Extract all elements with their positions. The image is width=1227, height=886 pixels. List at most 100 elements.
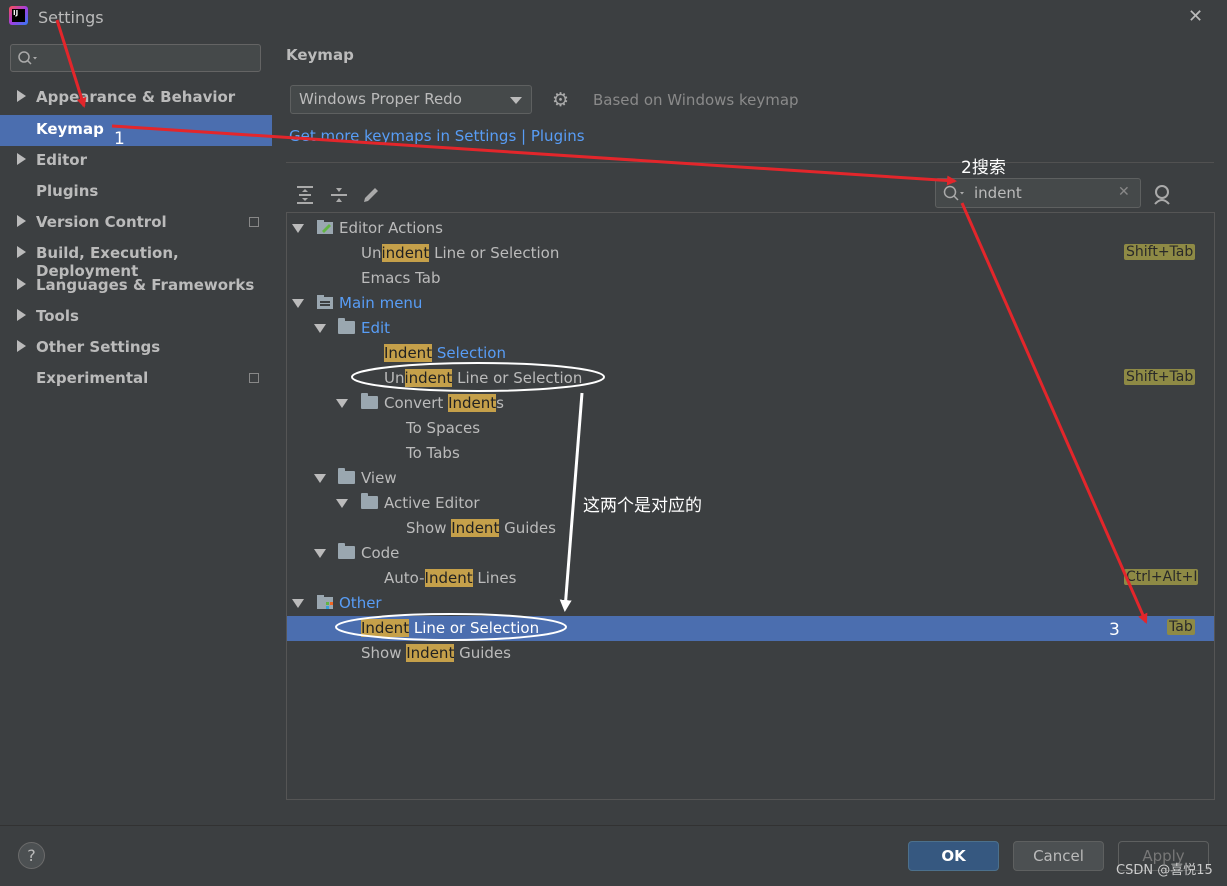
dialog-button-bar: ? OK Cancel Apply (0, 825, 1227, 886)
sidebar-item-plugins[interactable]: Plugins (0, 177, 272, 208)
tree-node-label: Auto-Indent Lines (384, 569, 517, 587)
cancel-button[interactable]: Cancel (1013, 841, 1104, 871)
search-match-highlight: Indent (451, 519, 500, 537)
tree-node-to-spaces[interactable]: To Spaces (287, 416, 1214, 441)
tree-node-auto-indent-lines[interactable]: Auto-Indent Lines Ctrl+Alt+I (287, 566, 1214, 591)
expand-all-icon[interactable] (294, 184, 316, 206)
tree-expanded-icon[interactable] (314, 324, 326, 333)
search-match-highlight: indent (404, 369, 453, 387)
sidebar-item-build-execution-deployment[interactable]: Build, Execution, Deployment (0, 239, 272, 280)
tree-expanded-icon[interactable] (336, 399, 348, 408)
tree-node-label: Show Indent Guides (406, 519, 556, 537)
folder-icon (361, 393, 378, 409)
sidebar-item-other-settings[interactable]: Other Settings (0, 333, 272, 364)
tree-node-label: View (361, 469, 397, 487)
annotation-step-1: 1 (114, 129, 125, 149)
tree-node-to-tabs[interactable]: To Tabs (287, 441, 1214, 466)
sidebar-item-version-control[interactable]: Version Control (0, 208, 272, 239)
project-level-icon (249, 217, 259, 227)
sidebar-item-label: Appearance & Behavior (36, 88, 236, 106)
search-match-highlight: Indent (406, 644, 455, 662)
tree-expanded-icon[interactable] (292, 224, 304, 233)
tree-expanded-icon[interactable] (292, 299, 304, 308)
search-icon (18, 51, 37, 65)
sidebar-item-appearance-behavior[interactable]: Appearance & Behavior (0, 83, 272, 114)
folder-icon (338, 318, 355, 334)
sidebar-item-tools[interactable]: Tools (0, 302, 272, 333)
tree-node-label: Unindent Line or Selection (361, 244, 560, 262)
clear-search-icon[interactable]: ✕ (1118, 184, 1130, 200)
expand-arrow-icon[interactable] (17, 278, 26, 290)
collapse-all-icon[interactable] (328, 184, 350, 206)
tree-node-label: To Spaces (406, 419, 481, 437)
editor-actions-icon (317, 220, 333, 234)
tree-node-active-editor[interactable]: Active Editor (287, 491, 1214, 516)
tree-expanded-icon[interactable] (336, 499, 348, 508)
keymap-panel: Keymap Windows Proper Redo ⚙ Based on Wi… (272, 34, 1227, 825)
sidebar-item-experimental[interactable]: Experimental (0, 364, 272, 395)
keymap-actions-tree[interactable]: Editor Actions Unindent Line or Selectio… (286, 212, 1215, 800)
sidebar-item-label: Keymap (36, 120, 104, 138)
tree-node-other[interactable]: Other (287, 591, 1214, 616)
tree-node-unindent-line-edit[interactable]: Unindent Line or Selection Shift+Tab (287, 366, 1214, 391)
tree-node-convert-indents[interactable]: Convert Indents (287, 391, 1214, 416)
expand-arrow-icon[interactable] (17, 153, 26, 165)
tree-node-show-indent-guides-view[interactable]: Show Indent Guides (287, 516, 1214, 541)
tree-node-view[interactable]: View (287, 466, 1214, 491)
close-icon[interactable]: ✕ (1188, 6, 1204, 27)
tree-expanded-icon[interactable] (314, 474, 326, 483)
tree-node-label: To Tabs (406, 444, 460, 462)
search-match-highlight: Indent (384, 344, 433, 362)
tree-expanded-icon[interactable] (292, 599, 304, 608)
get-more-keymaps-link[interactable]: Get more keymaps in Settings | Plugins (289, 127, 585, 145)
tree-expanded-icon[interactable] (314, 549, 326, 558)
expand-arrow-icon[interactable] (17, 246, 26, 258)
apply-button[interactable]: Apply (1118, 841, 1209, 871)
sidebar-item-label: Build, Execution, Deployment (36, 244, 179, 280)
annotation-step-3: 3 (1109, 620, 1120, 640)
tree-node-unindent-line-editor-actions[interactable]: Unindent Line or Selection Shift+Tab (287, 241, 1214, 266)
tree-node-label: Show Indent Guides (361, 644, 511, 662)
tree-node-main-menu[interactable]: Main menu (287, 291, 1214, 316)
sidebar-item-label: Tools (36, 307, 79, 325)
sidebar-item-keymap[interactable]: Keymap (0, 115, 272, 146)
based-on-label: Based on Windows keymap (593, 91, 799, 109)
help-button[interactable]: ? (18, 842, 45, 869)
tree-node-label: Convert Indents (384, 394, 504, 412)
page-title: Keymap (286, 46, 354, 64)
tree-node-indent-line-or-selection[interactable]: Indent Line or Selection Tab (287, 616, 1214, 641)
keymap-dropdown[interactable]: Windows Proper Redo (290, 85, 532, 114)
search-match-highlight: Indent (361, 619, 410, 637)
settings-sidebar: Appearance & Behavior Keymap Editor Plug… (0, 34, 272, 825)
csdn-watermark: CSDN @喜悦15 (1116, 863, 1213, 878)
keymap-search-field[interactable]: ✕ (935, 178, 1141, 208)
tree-node-label: Edit (361, 319, 391, 337)
tree-node-code[interactable]: Code (287, 541, 1214, 566)
folder-icon (338, 468, 355, 484)
expand-arrow-icon[interactable] (17, 340, 26, 352)
chevron-down-icon (510, 97, 522, 104)
keymap-search-input[interactable] (972, 183, 1116, 203)
search-match-highlight: Indent (424, 569, 473, 587)
edit-pencil-icon[interactable] (360, 184, 382, 206)
expand-arrow-icon[interactable] (17, 309, 26, 321)
ok-button[interactable]: OK (908, 841, 999, 871)
find-by-shortcut-icon[interactable] (1152, 184, 1174, 206)
sidebar-search-input[interactable] (10, 44, 261, 72)
gear-icon[interactable]: ⚙ (552, 89, 570, 111)
tree-node-label: Emacs Tab (361, 269, 441, 287)
tree-node-editor-actions[interactable]: Editor Actions (287, 216, 1214, 241)
sidebar-item-languages-frameworks[interactable]: Languages & Frameworks (0, 271, 272, 302)
expand-arrow-icon[interactable] (17, 215, 26, 227)
folder-icon (361, 493, 378, 509)
search-match-highlight: Indent (448, 394, 497, 412)
tree-node-indent-selection[interactable]: Indent Selection (287, 341, 1214, 366)
other-group-icon (317, 595, 333, 609)
tree-node-edit[interactable]: Edit (287, 316, 1214, 341)
sidebar-item-editor[interactable]: Editor (0, 146, 272, 177)
tree-node-emacs-tab[interactable]: Emacs Tab (287, 266, 1214, 291)
folder-icon (338, 543, 355, 559)
tree-node-show-indent-guides-other[interactable]: Show Indent Guides (287, 641, 1214, 666)
expand-arrow-icon[interactable] (17, 90, 26, 102)
tree-node-label: Indent Line or Selection (361, 619, 540, 637)
